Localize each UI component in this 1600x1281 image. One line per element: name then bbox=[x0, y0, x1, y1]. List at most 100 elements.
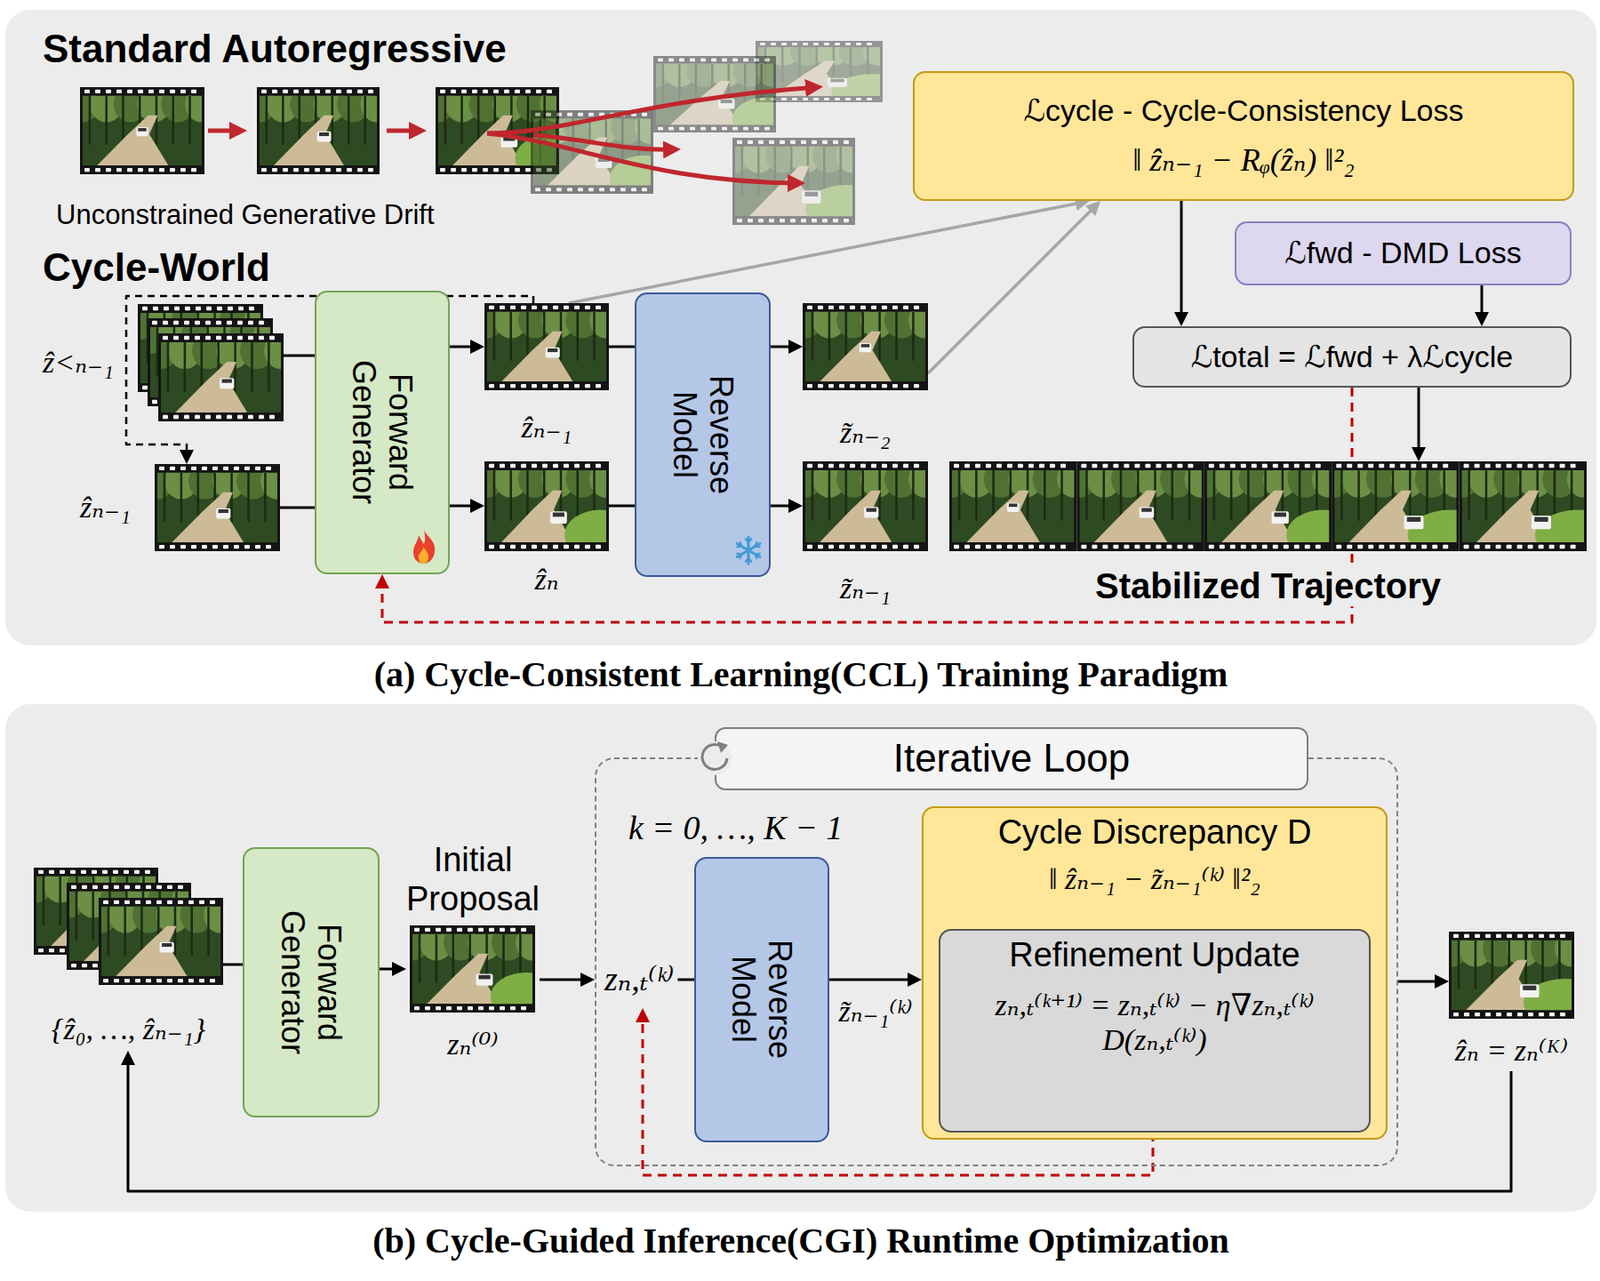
film-hole bbox=[493, 89, 499, 94]
film-hole bbox=[103, 978, 109, 983]
film-hole bbox=[866, 97, 872, 101]
film-hole bbox=[545, 187, 552, 192]
tree-trunk bbox=[183, 342, 186, 392]
film-hole bbox=[1112, 464, 1119, 468]
film-hole bbox=[137, 168, 144, 172]
film-hole bbox=[424, 928, 431, 932]
film-hole bbox=[499, 1006, 505, 1010]
tree-trunk bbox=[452, 934, 456, 984]
film-hole bbox=[1304, 464, 1311, 468]
film-hole bbox=[641, 187, 648, 192]
film-hole bbox=[124, 900, 130, 904]
film-hole bbox=[180, 544, 186, 549]
forest-scene bbox=[487, 470, 607, 543]
node-label: ‖ ẑₙ₋₁ − Rᵩ(ẑₙ) ‖²₂ bbox=[1132, 142, 1355, 179]
video-frame-holder bbox=[484, 303, 609, 391]
tree-trunk bbox=[509, 312, 512, 361]
connector-line bbox=[280, 506, 315, 510]
tree-canopy bbox=[757, 64, 774, 88]
film-hole bbox=[892, 464, 898, 468]
connector bbox=[608, 346, 635, 348]
connector-line bbox=[449, 504, 472, 508]
film-hole bbox=[556, 187, 562, 192]
dirt-road bbox=[273, 115, 344, 166]
film-hole bbox=[758, 218, 764, 223]
film-hole bbox=[1517, 1012, 1523, 1016]
film-hole bbox=[113, 978, 120, 983]
tree-trunk bbox=[418, 934, 422, 984]
film-hole bbox=[1496, 1012, 1502, 1016]
film-hole bbox=[620, 187, 626, 192]
film-hole bbox=[849, 305, 856, 310]
forest-scene bbox=[160, 342, 281, 413]
film-hole bbox=[272, 168, 278, 172]
film-hole bbox=[1389, 464, 1395, 468]
film-hole bbox=[1474, 464, 1480, 468]
film-hole bbox=[173, 415, 179, 419]
film-hole bbox=[226, 336, 232, 340]
film-hole bbox=[70, 870, 76, 874]
video-frame-node: z̃ₙ₋₂ bbox=[802, 303, 928, 450]
film-hole bbox=[184, 415, 190, 419]
film-hole bbox=[892, 305, 898, 310]
film-hole bbox=[985, 464, 992, 468]
node-label: ẑₙ bbox=[534, 561, 559, 597]
film-hole bbox=[169, 466, 176, 471]
film-hole bbox=[1464, 544, 1470, 549]
connector bbox=[1411, 387, 1426, 462]
film-hole bbox=[1368, 544, 1374, 549]
film-hole bbox=[191, 89, 197, 94]
film-hole bbox=[520, 928, 527, 932]
film-hole bbox=[520, 544, 527, 549]
film-hole bbox=[478, 928, 484, 932]
film-hole bbox=[152, 320, 158, 325]
flame bbox=[413, 529, 435, 564]
film-hole bbox=[233, 466, 240, 471]
film-hole bbox=[116, 89, 122, 94]
film-hole bbox=[1251, 464, 1257, 468]
node-label: Forward Generator bbox=[345, 344, 420, 522]
film-hole bbox=[520, 305, 527, 310]
film-hole bbox=[1378, 464, 1384, 468]
film-hole bbox=[595, 544, 601, 549]
car-window bbox=[830, 79, 844, 83]
film-hole bbox=[828, 544, 834, 549]
video-frame bbox=[1448, 931, 1575, 1019]
film-hole bbox=[546, 89, 552, 94]
film-hole bbox=[811, 218, 817, 223]
tree-trunk bbox=[526, 470, 529, 521]
film-hole bbox=[184, 336, 190, 340]
film-hole bbox=[1230, 464, 1236, 468]
tree-canopy bbox=[1439, 470, 1456, 498]
film-hole bbox=[199, 900, 205, 904]
connector-line bbox=[608, 345, 635, 349]
film-hole bbox=[482, 89, 488, 94]
tree-trunk bbox=[444, 96, 448, 145]
film-hole bbox=[209, 900, 216, 904]
grass bbox=[564, 510, 607, 543]
film-hole bbox=[574, 544, 580, 549]
loop-banner: Iterative Loop bbox=[714, 727, 1309, 791]
film-hole bbox=[216, 336, 222, 340]
film-hole bbox=[144, 870, 151, 874]
connector bbox=[449, 339, 485, 354]
film-hole bbox=[817, 464, 824, 468]
film-hole bbox=[1570, 544, 1576, 549]
film-hole bbox=[92, 885, 98, 889]
film-hole bbox=[584, 384, 591, 388]
film-hole bbox=[169, 89, 176, 94]
film-hole bbox=[1432, 544, 1438, 549]
film-hole bbox=[499, 464, 505, 468]
node-label: ℒcycle - Cycle-Consistency Loss bbox=[1024, 93, 1464, 128]
film-hole bbox=[1549, 464, 1555, 468]
film-hole bbox=[834, 42, 840, 46]
arrowhead bbox=[120, 1050, 136, 1065]
film-hole bbox=[807, 305, 813, 310]
connector bbox=[608, 505, 635, 507]
tree-trunk bbox=[1153, 470, 1157, 521]
node-label: ‖ ẑₙ₋₁ − z̃ₙ₋₁⁽ᵏ⁾ ‖²₂ bbox=[1048, 861, 1261, 896]
dirt-road bbox=[501, 490, 573, 543]
film-hole bbox=[124, 978, 130, 983]
loss-box: Refinement Updatezₙ,ₜ⁽ᵏ⁺¹⁾ = zₙ,ₜ⁽ᵏ⁾ − η… bbox=[938, 928, 1371, 1133]
film-hole bbox=[145, 885, 152, 889]
